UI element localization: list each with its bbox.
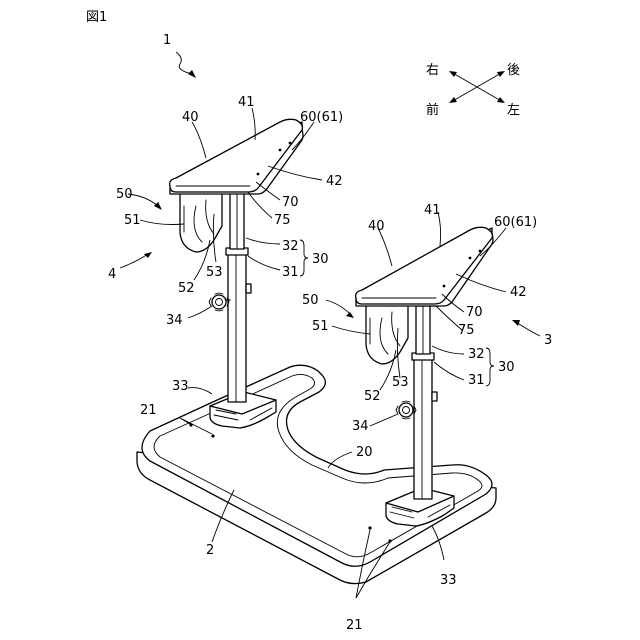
figure-title: 図1 <box>86 10 107 25</box>
label-34-right: 34 <box>352 419 369 434</box>
label-40-left: 40 <box>182 110 199 125</box>
label-70-right: 70 <box>466 305 483 320</box>
label-2: 2 <box>206 543 214 558</box>
direction-right: 右 <box>426 63 439 78</box>
label-30-right: 30 <box>498 360 515 375</box>
label-50-left: 50 <box>116 187 133 202</box>
label-75-left: 75 <box>274 213 291 228</box>
label-30-left: 30 <box>312 252 329 267</box>
label-32-left: 32 <box>282 239 299 254</box>
label-75-right: 75 <box>458 323 475 338</box>
label-41-left: 41 <box>238 95 255 110</box>
label-21-right: 21 <box>346 618 363 633</box>
label-31-right: 31 <box>468 373 485 388</box>
direction-indicator: 右 後 前 左 <box>426 63 520 118</box>
label-21-left: 21 <box>140 403 157 418</box>
label-70-left: 70 <box>282 195 299 210</box>
direction-front: 前 <box>426 102 439 118</box>
direction-back: 後 <box>507 63 520 78</box>
label-50-right: 50 <box>302 293 319 308</box>
label-53-right: 53 <box>392 375 409 390</box>
label-42-right: 42 <box>510 285 527 300</box>
direction-left: 左 <box>507 103 520 118</box>
label-1: 1 <box>163 33 171 48</box>
label-3: 3 <box>544 333 552 348</box>
label-60-left: 60(61) <box>300 110 343 125</box>
label-4: 4 <box>108 267 116 282</box>
label-20: 20 <box>356 445 373 460</box>
label-53-left: 53 <box>206 265 223 280</box>
label-51-right: 51 <box>312 319 329 334</box>
label-52-left: 52 <box>178 281 195 296</box>
label-32-right: 32 <box>468 347 485 362</box>
label-34-left: 34 <box>166 313 183 328</box>
label-51-left: 51 <box>124 213 141 228</box>
label-42-left: 42 <box>326 174 343 189</box>
label-60-right: 60(61) <box>494 215 537 230</box>
label-41-right: 41 <box>424 203 441 218</box>
label-33-left: 33 <box>172 379 189 394</box>
label-31-left: 31 <box>282 265 299 280</box>
label-40-right: 40 <box>368 219 385 234</box>
label-33-right: 33 <box>440 573 457 588</box>
label-52-right: 52 <box>364 389 381 404</box>
